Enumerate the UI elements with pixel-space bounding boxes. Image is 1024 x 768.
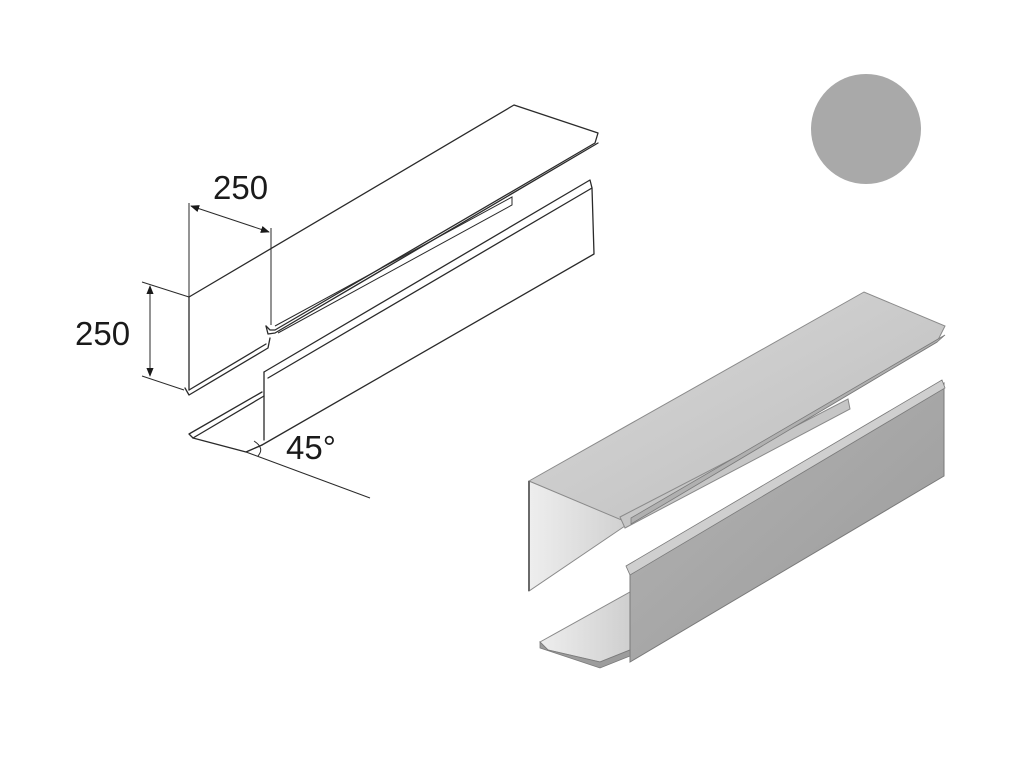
dimension-height: 250	[75, 281, 190, 391]
cover-profile-render	[527, 291, 946, 592]
dimension-angle: 45°	[245, 429, 371, 499]
width-label: 250	[213, 169, 268, 206]
technical-drawing: 250 250 45°	[75, 104, 599, 499]
channel-profile-render	[539, 379, 946, 669]
cover-profile-outline	[184, 104, 599, 396]
angle-label: 45°	[286, 429, 336, 466]
color-swatch	[811, 74, 921, 184]
dimension-width: 250	[188, 169, 272, 325]
height-label: 250	[75, 315, 130, 352]
channel-profile-outline	[188, 179, 595, 453]
product-render	[527, 291, 946, 669]
